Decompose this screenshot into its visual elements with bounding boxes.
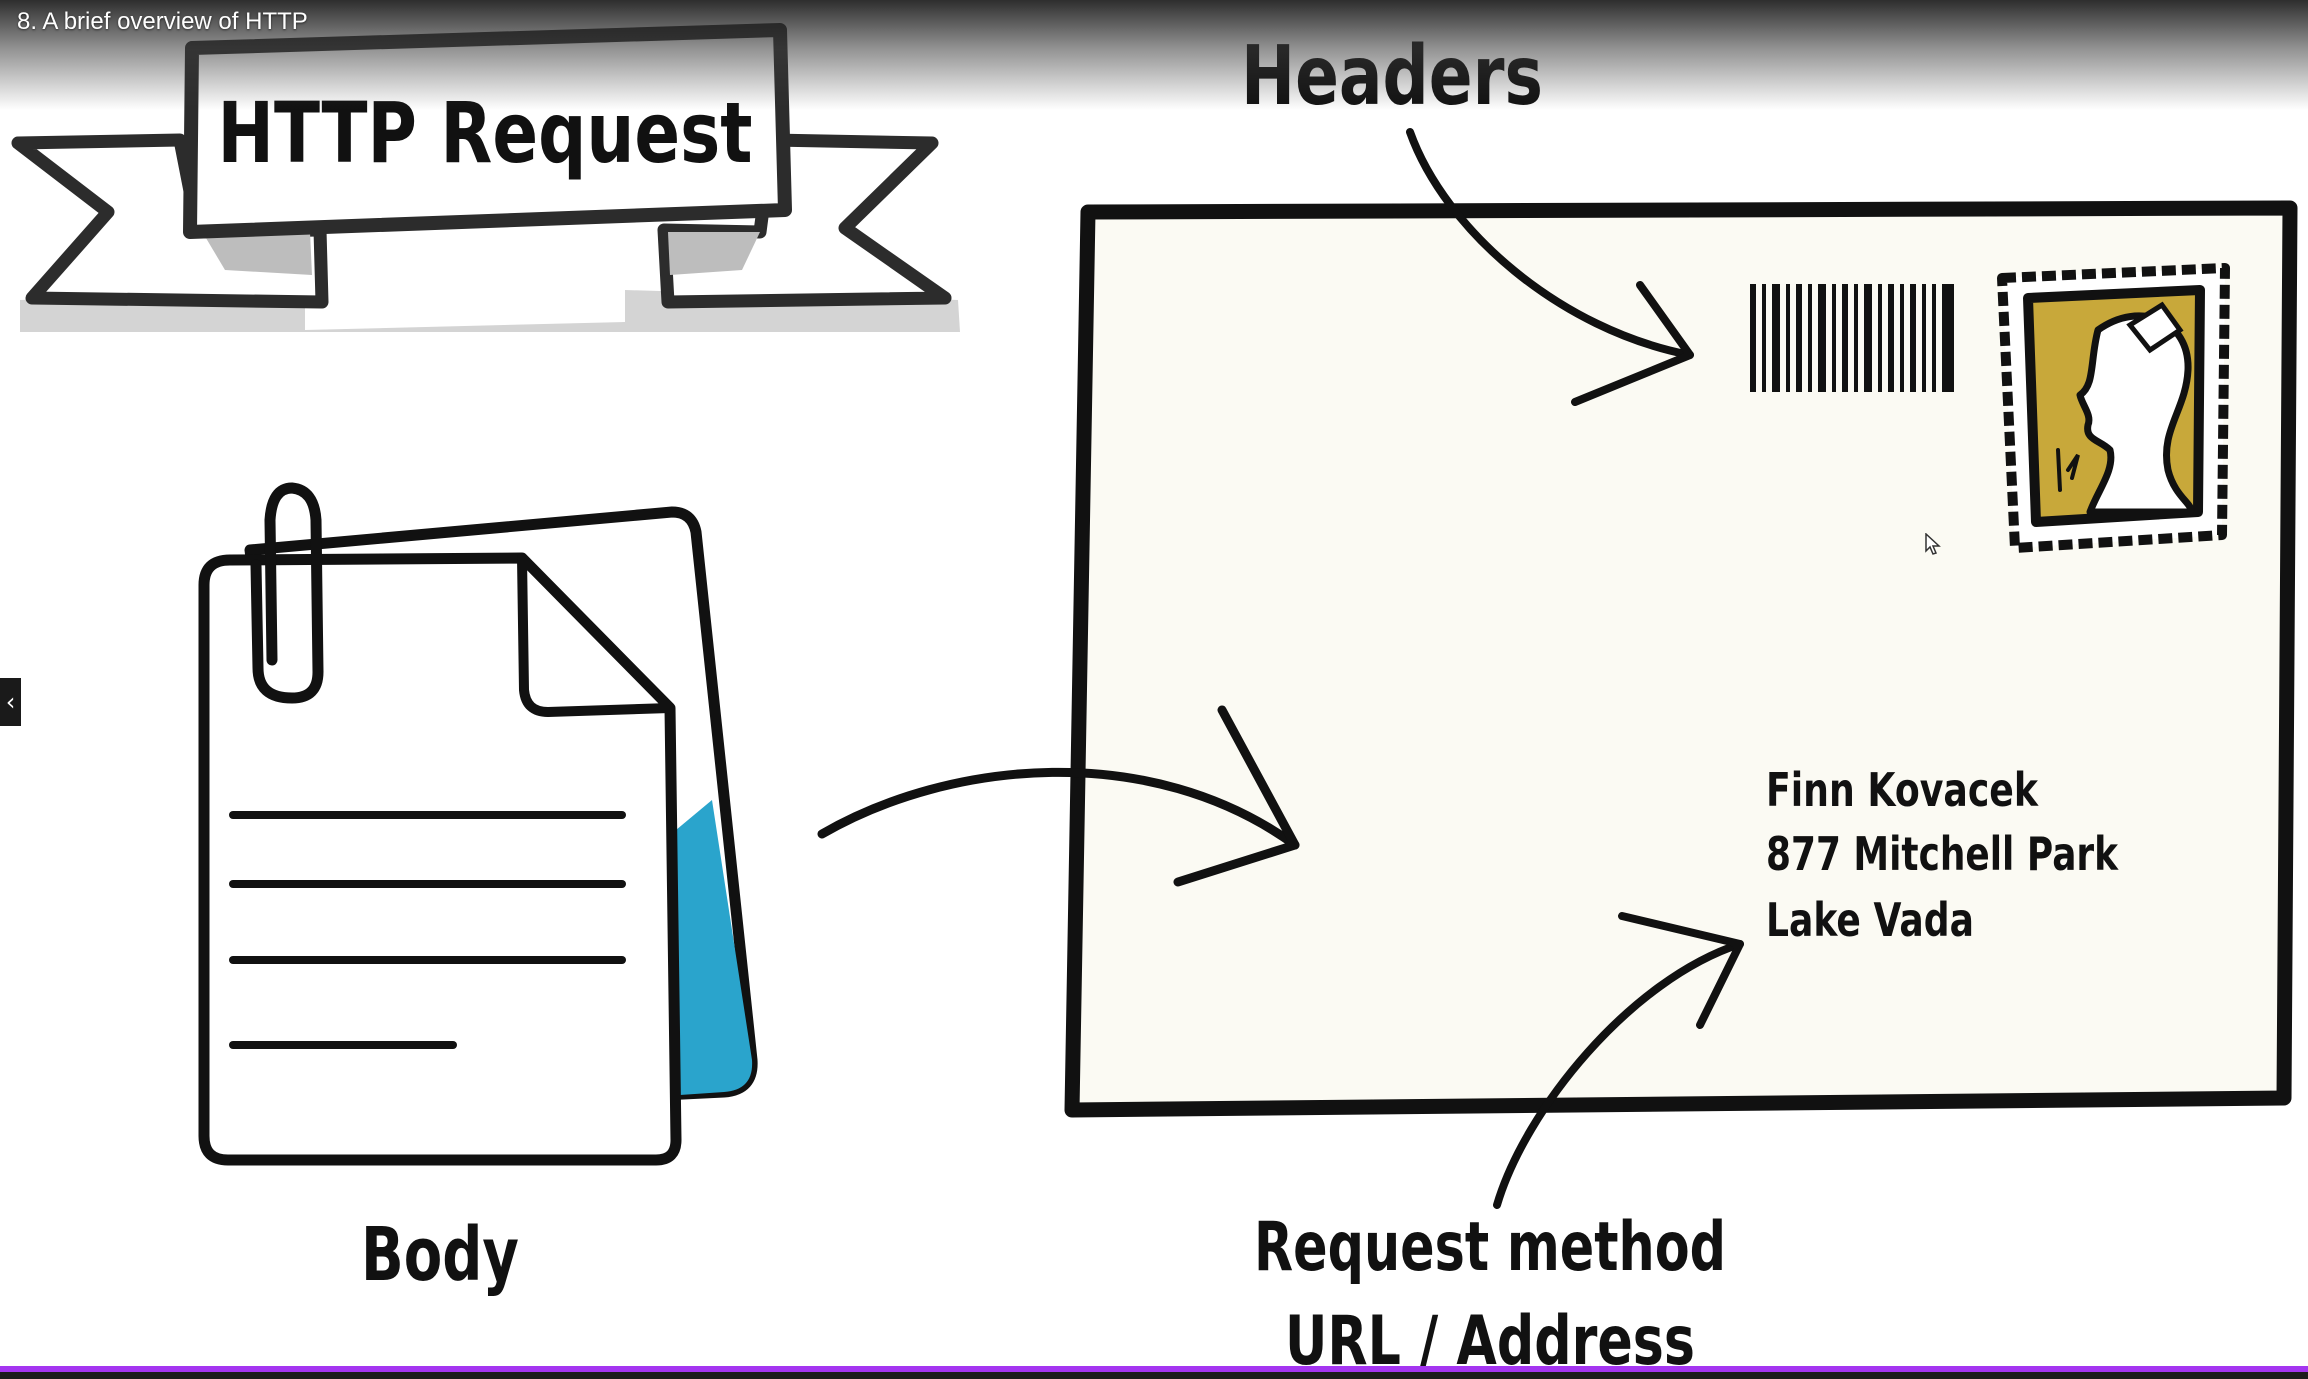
mouse-cursor-icon [1925, 533, 1941, 555]
address-line-3: Lake Vada [1766, 893, 1974, 947]
postage-stamp-icon [1997, 263, 2230, 553]
progress-bar[interactable] [0, 1366, 2308, 1379]
address-line-1: Finn Kovacek [1766, 763, 2039, 817]
barcode-icon [1750, 284, 1954, 392]
headers-arrow [1406, 128, 1694, 406]
paperclip-icon [250, 482, 324, 704]
envelope-outline [1064, 200, 2298, 1118]
video-title: 8. A brief overview of HTTP [17, 8, 308, 35]
document-text-lines [229, 811, 626, 1049]
chevron-left-icon[interactable]: ‹ [0, 678, 21, 726]
method-url-arrow [1493, 912, 1744, 1209]
envelope-icon: Finn Kovacek 877 Mitchell Park Lake Vada [1064, 200, 2298, 1118]
headers-label: Headers [1241, 29, 1543, 124]
body-arrow [817, 705, 1300, 887]
document-dog-ear [517, 553, 675, 717]
document-blue-edge [676, 800, 753, 1095]
progress-bar-fill [0, 1366, 2308, 1372]
address-line-2: 877 Mitchell Park [1766, 827, 2119, 881]
banner-title: HTTP Request [218, 84, 753, 182]
request-method-label: Request method [1254, 1208, 1726, 1287]
ribbon-left-fold [200, 228, 312, 275]
document-icon [198, 482, 758, 1166]
body-label: Body [361, 1212, 519, 1298]
ribbon-right-fold [668, 232, 760, 275]
ribbon-banner-icon: HTTP Request [11, 23, 960, 332]
